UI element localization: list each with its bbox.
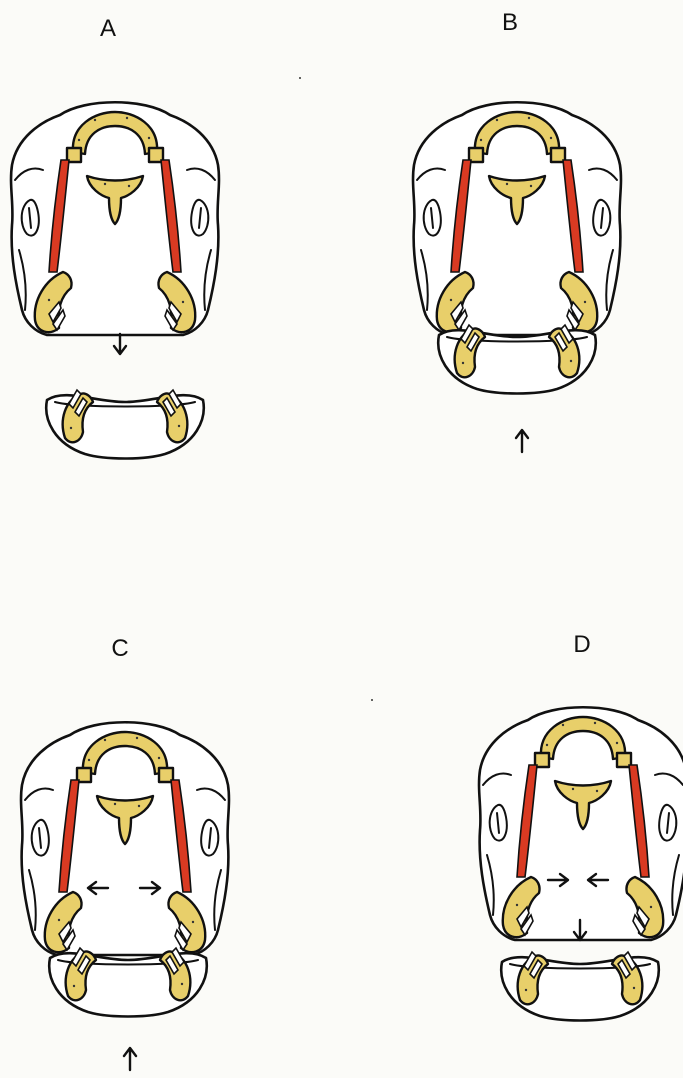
skull-upper-jaw-b <box>413 102 621 335</box>
panel-label-b: B <box>502 9 518 36</box>
skull-upper-jaw-a <box>11 102 219 335</box>
panel-d: D <box>479 631 683 1021</box>
panel-a: A <box>11 15 219 459</box>
lower-jaw-a <box>46 390 203 459</box>
skull-upper-jaw-d <box>479 707 683 940</box>
skull-upper-jaw-c <box>21 722 229 955</box>
panel-label-c: C <box>111 635 128 662</box>
panel-label-a: A <box>100 15 116 42</box>
lower-jaw-d <box>501 952 658 1021</box>
arrow-icon <box>114 334 126 354</box>
lower-jaw-c <box>49 948 206 1017</box>
panel-b: B <box>413 9 621 452</box>
panel-c: C <box>21 635 229 1070</box>
panel-label-d: D <box>573 631 590 658</box>
arrow-icon <box>124 1048 136 1070</box>
arrow-icon <box>516 430 528 452</box>
